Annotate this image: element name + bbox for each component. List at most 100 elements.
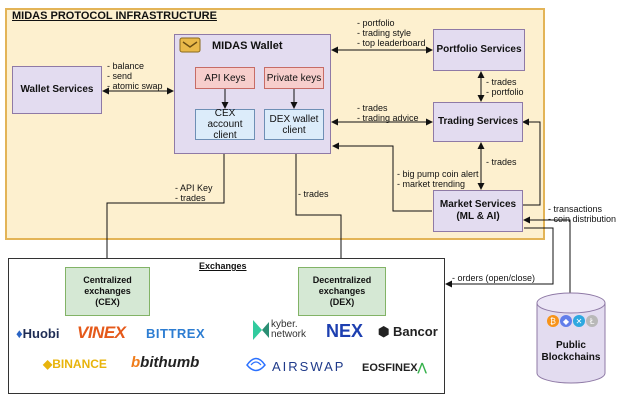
kyber-line2: network (271, 329, 307, 340)
cex-link (103, 140, 225, 267)
dex-line1: Decentralized (312, 275, 372, 285)
wallet-services-label: Wallet Services (20, 84, 94, 95)
private-keys-label: Private keys (266, 72, 322, 84)
bancor-logo: ⬢ Bancor (378, 324, 438, 340)
dex-link (295, 140, 345, 267)
wallet-icon (179, 37, 201, 53)
label-coin-distribution: - coin distribution (548, 214, 617, 224)
market-link-label: - big pump coin alert - market trending (397, 169, 479, 189)
market-link (332, 142, 432, 212)
infrastructure-title: MIDAS PROTOCOL INFRASTRUCTURE (12, 10, 217, 22)
trading-market-label: - trades (486, 157, 517, 167)
binance-diamond-icon: ◆ (43, 357, 53, 371)
market-services-line1: Market Services (439, 199, 517, 210)
api-keys-box: API Keys (195, 67, 255, 89)
binance-logo: ◆BINANCE (43, 357, 107, 371)
label-send: - send (107, 71, 133, 81)
trading-services-label: Trading Services (437, 116, 519, 127)
portfolio-link-label: - portfolio - trading style - top leader… (357, 18, 426, 48)
label-portfolio-2: - portfolio (486, 87, 524, 97)
cex-line2: exchanges (84, 286, 131, 296)
airswap-logo: AIRSWAP (272, 359, 346, 374)
vinex-logo: VINEX (77, 323, 126, 342)
trading-services-box: Trading Services (433, 102, 523, 142)
ethereum-icon (560, 315, 572, 327)
label-pump-alert: - big pump coin alert (397, 169, 479, 179)
svg-text:₿: ₿ (550, 317, 556, 326)
trading-link-label: - trades - trading advice (357, 103, 419, 123)
cex-link-label: - API Key - trades (175, 183, 213, 203)
label-trading-advice: - trading advice (357, 113, 419, 123)
binance-text: BINANCE (52, 357, 107, 371)
dex-box: Decentralized exchanges (DEX) (298, 267, 386, 316)
label-api-key: - API Key (175, 183, 213, 193)
exchanges-title: Exchanges (199, 261, 247, 271)
huobi-flame-icon: ♦ (16, 326, 23, 341)
cex-box: Centralized exchanges (CEX) (65, 267, 150, 316)
huobi-logo: ♦Huobi (16, 326, 59, 341)
label-balance: - balance (107, 61, 145, 71)
portfolio-services-label: Portfolio Services (436, 44, 522, 55)
public-blockchains-label: Public Blockchains (535, 340, 607, 364)
cex-client-line1: CEX account (207, 108, 243, 130)
dex-line2: exchanges (318, 286, 366, 296)
portfolio-services-box: Portfolio Services (433, 29, 525, 71)
private-keys-box: Private keys (264, 67, 324, 89)
dex-client-box: DEX wallet client (264, 109, 324, 140)
svg-text:Ł: Ł (589, 317, 595, 326)
bithumb-b-icon: b (131, 354, 141, 371)
orders-label: - orders (open/close) (452, 273, 536, 283)
wallet-services-box: Wallet Services (12, 66, 102, 114)
market-services-line2: (ML & AI) (456, 211, 500, 222)
wallet-link-label: - balance - send - atomic swap (107, 61, 163, 91)
label-trades-cex: - trades (175, 193, 206, 203)
bancor-text: Bancor (392, 324, 438, 339)
bitcoin-icon (547, 315, 559, 327)
eosfinex-leaf-icon: ⋀ (417, 362, 427, 374)
dex-line3: (DEX) (329, 297, 355, 307)
label-trading-style: - trading style (357, 28, 412, 38)
blockchains-line1: Public (555, 340, 586, 351)
portfolio-trading-label: - trades - portfolio (486, 77, 524, 97)
dex-link-label: - trades (298, 189, 329, 199)
label-market-trending: - market trending (397, 179, 466, 189)
nex-logo: NEX (326, 321, 364, 341)
bancor-icon: ⬢ (378, 324, 390, 339)
bithumb-text: bithumb (140, 354, 200, 371)
label-transactions: - transactions (548, 204, 603, 214)
svg-text:◆: ◆ (563, 317, 570, 326)
public-blockchains-cylinder: ₿ ◆ ✕ Ł (536, 292, 606, 384)
cex-client-box: CEX account client (195, 108, 255, 141)
airswap-icon (246, 357, 266, 372)
cex-line1: Centralized (83, 275, 132, 285)
label-trades-wallet: - trades (357, 103, 388, 113)
dex-client-line1: DEX wallet (269, 113, 319, 125)
dex-client-line2: client (282, 124, 306, 136)
midas-wallet-title: MIDAS Wallet (212, 40, 283, 52)
blockchain-link-label: - transactions - coin distribution (548, 204, 616, 224)
label-atomic-swap: - atomic swap (107, 81, 163, 91)
svg-text:✕: ✕ (576, 317, 583, 326)
litecoin-icon (586, 315, 598, 327)
blockchain-link (523, 216, 571, 296)
market-services-box: Market Services (ML & AI) (433, 190, 523, 232)
cex-line3: (CEX) (95, 297, 120, 307)
blockchains-line2: Blockchains (541, 352, 601, 363)
cex-client-line2: client (213, 130, 237, 141)
api-keys-label: API Keys (204, 72, 246, 84)
orders-link (445, 227, 554, 288)
label-trades-portfolio: - trades (486, 77, 517, 87)
kyber-icon (253, 320, 269, 340)
kyber-line1: kyber. (271, 319, 298, 330)
eosfinex-text: EOSFINEX (362, 362, 418, 374)
eosfinex-logo: EOSFINEX⋀ (362, 361, 427, 374)
ripple-icon (573, 315, 585, 327)
bittrex-logo: BITTREX (146, 326, 206, 341)
label-top-leaderboard: - top leaderboard (357, 38, 426, 48)
market-trading-side-link (522, 118, 541, 206)
label-portfolio: - portfolio (357, 18, 395, 28)
huobi-text: Huobi (22, 326, 60, 341)
kyber-logo: kyber. network (271, 320, 306, 340)
